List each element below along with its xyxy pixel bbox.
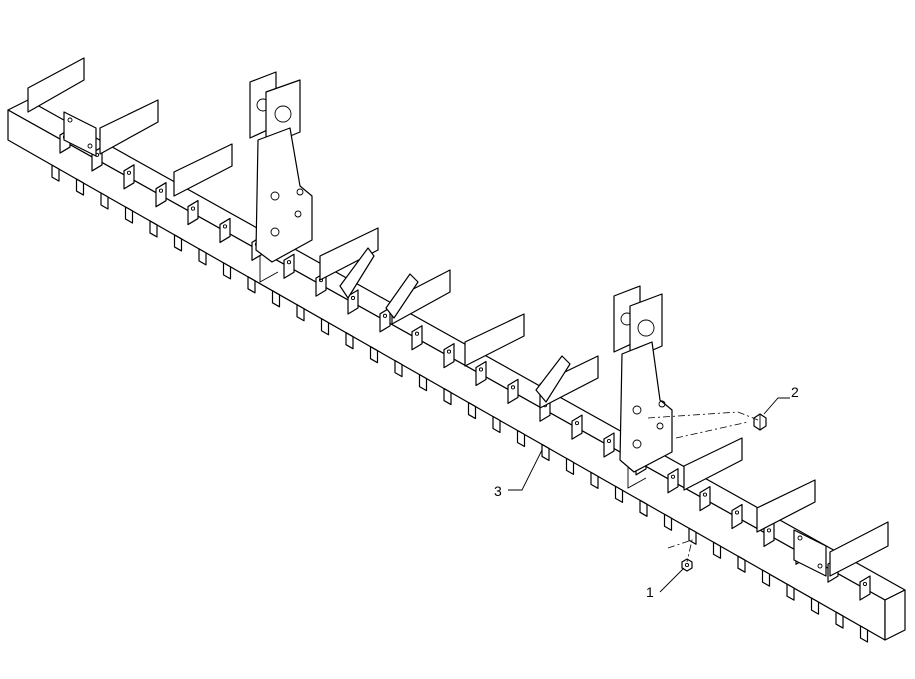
mount-hole xyxy=(574,421,580,426)
brace-plates xyxy=(339,247,571,403)
tooth xyxy=(296,304,305,322)
callout-label-1: 1 xyxy=(646,584,654,600)
tooth xyxy=(492,415,501,434)
mount-tab xyxy=(667,468,679,494)
callout-3: 3 xyxy=(494,449,543,499)
tooth xyxy=(222,262,232,280)
assembly-line-bolt xyxy=(647,411,759,421)
tooth xyxy=(345,332,354,350)
tooth xyxy=(761,569,771,587)
tooth xyxy=(859,625,869,643)
tooth xyxy=(443,387,452,406)
blades xyxy=(27,57,889,577)
tooth xyxy=(394,360,403,378)
mount-hole xyxy=(766,528,772,533)
tooth xyxy=(835,611,844,629)
mount-tab xyxy=(443,343,455,369)
tooth xyxy=(198,248,207,266)
mount-tab xyxy=(571,414,583,440)
callout-label-3: 3 xyxy=(494,483,502,499)
mount-hole xyxy=(350,295,356,301)
bolt-2 xyxy=(753,413,767,431)
nut-1 xyxy=(681,558,693,572)
tooth xyxy=(100,192,109,210)
tooth xyxy=(149,220,158,238)
mount-tab xyxy=(187,199,199,226)
mount-tab xyxy=(155,182,167,208)
mount-hole xyxy=(126,170,132,175)
tooth xyxy=(737,555,746,573)
callout-label-2: 2 xyxy=(791,384,799,400)
mount-hole xyxy=(190,206,196,211)
mount-tab xyxy=(283,253,295,279)
mount-tab xyxy=(699,486,711,512)
mount-hole xyxy=(510,385,516,390)
tooth xyxy=(786,583,795,601)
right-hitch-bracket xyxy=(613,285,673,473)
mount-tab xyxy=(475,360,487,387)
beam xyxy=(7,99,906,641)
mount-tab xyxy=(379,307,391,333)
tooth xyxy=(639,499,648,517)
left-hitch-bracket xyxy=(249,71,313,263)
mount-hole xyxy=(702,492,708,497)
tooth xyxy=(369,346,379,364)
mount-hole xyxy=(446,349,452,354)
mount-tab xyxy=(347,289,359,315)
mount-hole xyxy=(670,474,676,479)
tooth xyxy=(418,374,428,392)
tooth xyxy=(173,234,183,252)
tooth xyxy=(663,513,673,531)
mount-hole xyxy=(734,510,740,515)
mount-tab xyxy=(411,325,423,351)
tooth xyxy=(271,290,281,308)
mount-tab xyxy=(507,378,519,404)
mount-tab xyxy=(859,575,871,601)
tooth xyxy=(541,443,550,462)
mount-hole xyxy=(158,188,164,193)
mount-hole xyxy=(222,224,228,229)
mount-tab xyxy=(603,432,615,458)
tooth xyxy=(688,527,697,545)
tooth xyxy=(516,429,526,448)
callout-2: 2 xyxy=(763,384,799,415)
tooth xyxy=(124,206,134,224)
tooth xyxy=(810,597,820,615)
mount-hole xyxy=(414,331,420,336)
assembly-line-bolt-lower xyxy=(675,421,749,439)
tooth xyxy=(565,457,575,476)
tooth xyxy=(614,485,624,503)
callout-1: 1 xyxy=(646,567,685,600)
mount-tab xyxy=(219,217,231,244)
tooth xyxy=(590,471,599,489)
tooth xyxy=(51,164,60,182)
assembly-line-nut xyxy=(667,539,693,563)
mount-hole xyxy=(286,260,292,265)
mount-hole xyxy=(862,581,868,587)
tooth xyxy=(247,276,256,294)
lower-teeth xyxy=(51,164,869,643)
mount-hole xyxy=(382,313,388,318)
mount-tab xyxy=(123,164,135,190)
tooth xyxy=(467,401,477,420)
tooth xyxy=(712,541,722,559)
tooth xyxy=(320,318,330,336)
mount-hole xyxy=(478,367,484,372)
mount-tab xyxy=(731,503,743,530)
mount-hole xyxy=(606,438,612,444)
tooth xyxy=(75,178,85,196)
clamp-plates xyxy=(63,111,827,577)
